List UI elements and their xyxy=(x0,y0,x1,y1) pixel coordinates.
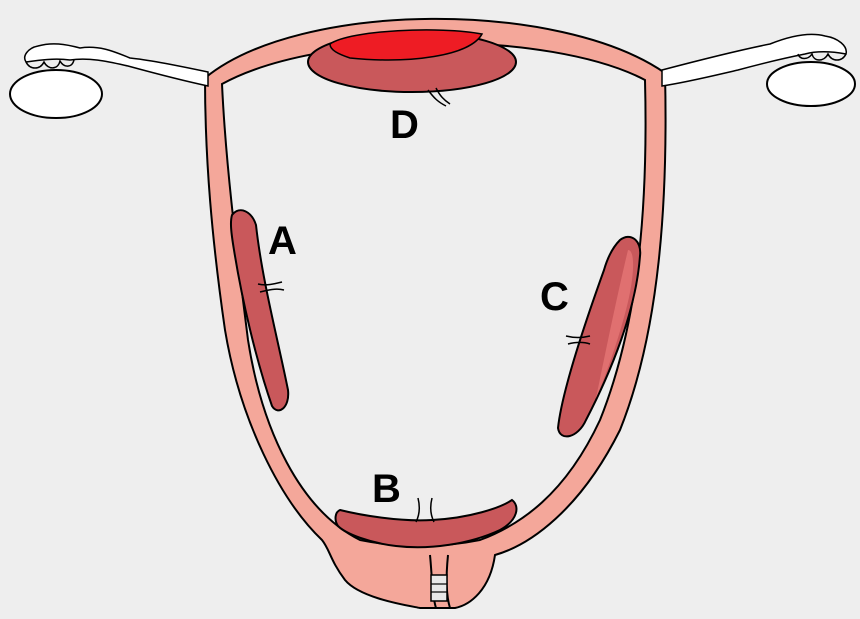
label-d: D xyxy=(390,103,419,147)
left-ovary xyxy=(10,70,102,118)
cervix-os xyxy=(431,575,447,601)
right-tube-fimbriae xyxy=(798,54,846,60)
label-b: B xyxy=(372,467,401,511)
label-c: C xyxy=(540,275,569,319)
label-a: A xyxy=(268,219,297,263)
right-ovary xyxy=(767,62,855,106)
cord-b xyxy=(416,498,434,522)
